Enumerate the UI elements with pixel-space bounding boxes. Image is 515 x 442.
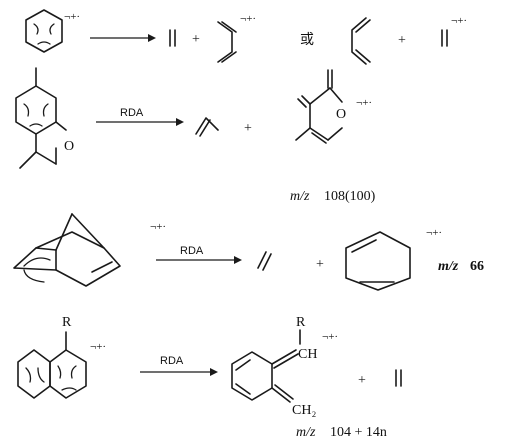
arrow-label: RDA <box>160 355 184 367</box>
oxygen-atom: O <box>64 139 74 154</box>
reaction-arrow <box>140 368 218 376</box>
mz-prefix: m/z <box>296 425 316 440</box>
mz-prefix: m/z <box>438 259 459 274</box>
chromene-reactant <box>15 67 67 169</box>
plus-sign: + <box>358 373 366 388</box>
reaction-arrow <box>96 118 184 126</box>
mz-prefix: m/z <box>290 189 310 204</box>
radical-cation-charge: ¬+· <box>356 97 372 109</box>
butadiene <box>351 17 371 65</box>
radical-cation-charge: ¬+· <box>322 331 338 343</box>
plus-sign: + <box>398 33 406 48</box>
arrow-label: RDA <box>180 245 204 257</box>
mz-value: 66 <box>470 259 484 274</box>
dienone-radical-cation <box>295 69 343 144</box>
ch-group: CH <box>298 347 317 362</box>
reaction-1: ¬+· + ¬+· 或 + ¬+· <box>25 9 467 65</box>
norbornene-reactant <box>13 213 121 287</box>
radical-cation-charge: ¬+· <box>90 341 106 353</box>
oxygen-atom: O <box>336 107 346 122</box>
reaction-3: ¬+· RDA + ¬+· m/z 66 <box>13 213 484 291</box>
plus-sign: + <box>244 121 252 136</box>
reaction-arrow <box>156 256 242 264</box>
ethylene <box>169 29 176 47</box>
butadiene-radical-cation <box>217 21 237 63</box>
product-substituent-label: R <box>296 315 306 330</box>
propene <box>195 117 219 137</box>
reaction-2: O RDA + O ¬+· m/z 108(100) <box>15 67 376 204</box>
arrow-label: RDA <box>120 107 144 119</box>
cyclohexene-radical-cation <box>25 9 63 53</box>
ch2-group: CH₂ <box>292 403 316 418</box>
reaction-4: R ¬+· RDA R CH ¬+· C <box>17 315 402 440</box>
ethylene <box>257 251 272 271</box>
radical-cation-charge: ¬+· <box>64 11 80 23</box>
mz-value: 104 + 14n <box>330 425 387 440</box>
plus-sign: + <box>316 257 324 272</box>
radical-cation-charge: ¬+· <box>426 227 442 239</box>
ethylene-radical-cation <box>441 29 448 47</box>
radical-cation-charge: ¬+· <box>150 221 166 233</box>
o-quinodimethane-radical-cation <box>231 329 301 403</box>
substituent-label: R <box>62 315 72 330</box>
cyclopentadiene-radical-cation <box>345 231 411 291</box>
ethylene <box>395 369 402 387</box>
radical-cation-charge: ¬+· <box>240 13 256 25</box>
or-label: 或 <box>300 32 314 48</box>
tetralin-reactant <box>17 331 87 399</box>
plus-sign: + <box>192 32 200 47</box>
reaction-arrow <box>90 34 156 42</box>
mz-value: 108(100) <box>324 189 376 204</box>
radical-cation-charge: ¬+· <box>451 15 467 27</box>
